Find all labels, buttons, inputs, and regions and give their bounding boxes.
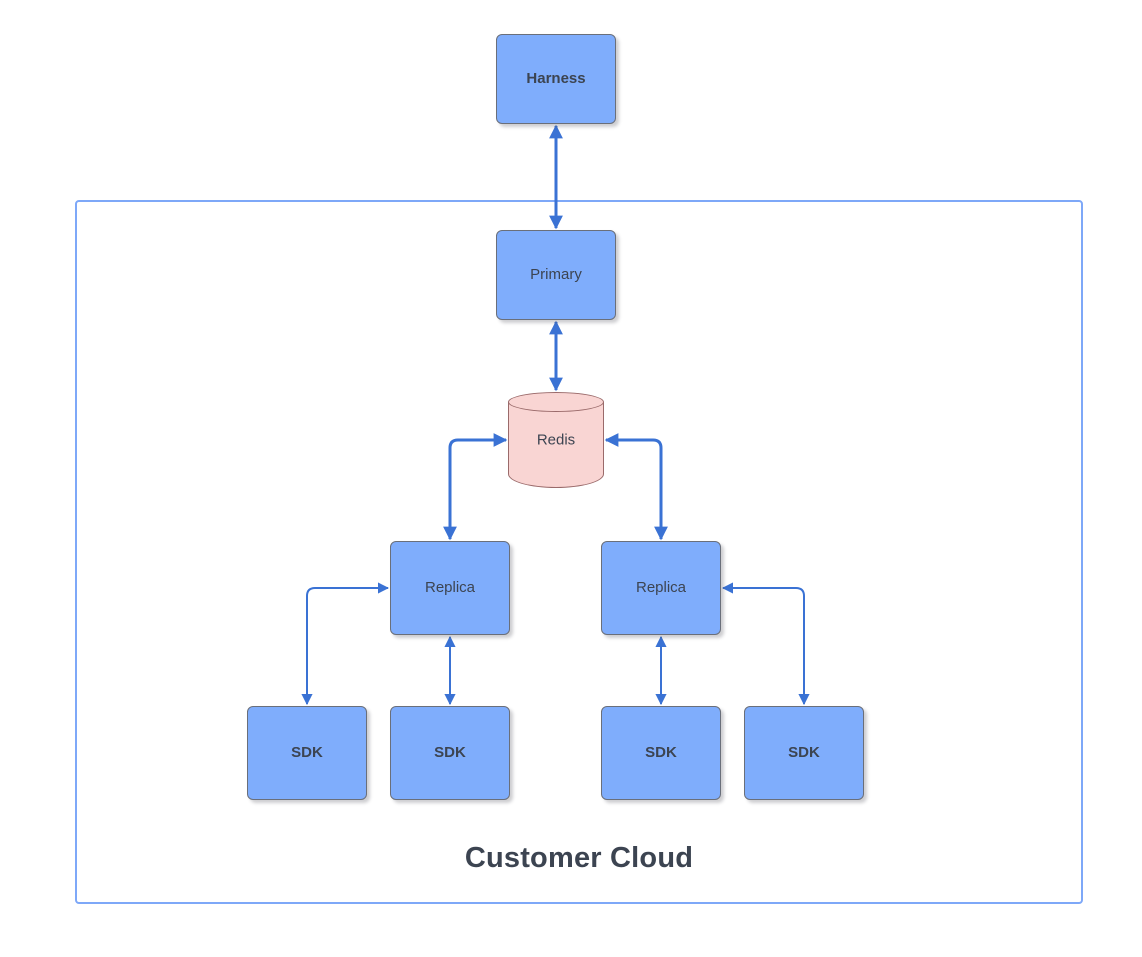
customer-cloud-label: Customer Cloud (464, 842, 694, 874)
cylinder-body (508, 402, 604, 488)
node-label: Redis (536, 431, 576, 449)
node-label: Harness (526, 70, 586, 87)
node-label: Replica (635, 579, 687, 596)
node-sdk4[interactable]: SDK (744, 706, 864, 800)
node-label: SDK (291, 744, 323, 761)
node-harness[interactable]: Harness (496, 34, 616, 124)
node-sdk2[interactable]: SDK (390, 706, 510, 800)
node-primary[interactable]: Primary (496, 230, 616, 320)
node-label: SDK (434, 744, 466, 761)
node-label: SDK (788, 744, 820, 761)
node-redis[interactable]: Redis (508, 392, 604, 488)
customer-cloud-container[interactable] (75, 200, 1083, 904)
node-label: Primary (530, 266, 582, 283)
node-label: Replica (424, 579, 476, 596)
node-sdk3[interactable]: SDK (601, 706, 721, 800)
node-replica1[interactable]: Replica (390, 541, 510, 635)
cylinder-top (508, 392, 604, 412)
node-replica2[interactable]: Replica (601, 541, 721, 635)
node-sdk1[interactable]: SDK (247, 706, 367, 800)
node-label: SDK (645, 744, 677, 761)
